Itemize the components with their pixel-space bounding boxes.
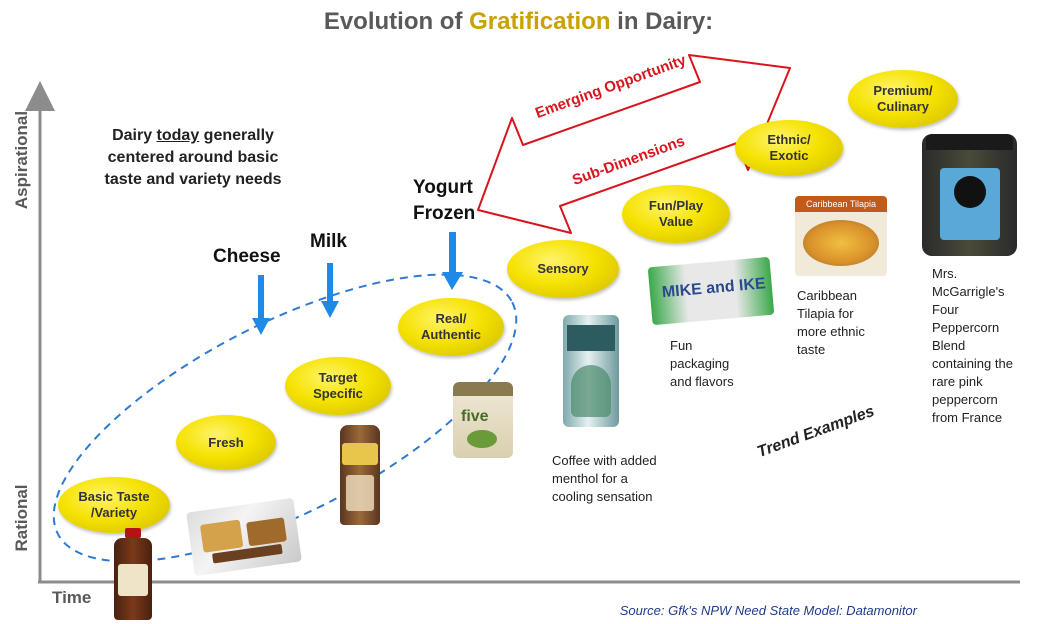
mike-and-ike-box-image: MIKE and IKE — [647, 256, 775, 326]
dimension-real-authentic: Real/ Authentic — [398, 298, 504, 356]
dimension-fun-play: Fun/Play Value — [622, 185, 730, 243]
menthol-coffee-can-image — [563, 315, 619, 427]
tilapia-example-text: Caribbean Tilapia for more ethnic taste — [797, 288, 865, 357]
milk-label: Milk — [310, 231, 347, 252]
yogurt-down-arrow — [442, 232, 463, 290]
peppercorn-example-text: Mrs. McGarrigle's Four Peppercorn Blend … — [932, 266, 1013, 425]
intro-text: Dairy today generally centered around ba… — [104, 127, 282, 188]
milk-down-arrow — [321, 263, 339, 318]
dimension-basic-taste: Basic Taste /Variety — [58, 477, 170, 533]
page-title: Evolution of Gratification in Dairy: — [323, 8, 714, 35]
source-citation: Source: Gfk's NPW Need State Model: Data… — [619, 603, 917, 618]
dimension-target-specific: Target Specific — [285, 357, 391, 415]
cheese-label: Cheese — [213, 246, 281, 267]
y-axis-top-label: Aspirational — [12, 110, 31, 210]
emerging-opportunity-arrow — [477, 54, 791, 234]
yogurt-frozen-label: Yogurt Frozen — [413, 177, 476, 224]
title-highlight: Gratification — [469, 8, 611, 35]
dimension-ethnic-exotic: Ethnic/ Exotic — [735, 120, 843, 176]
peppercorn-jar-image — [922, 134, 1017, 256]
dimension-fresh: Fresh — [176, 415, 276, 470]
cheese-down-arrow — [252, 275, 270, 335]
today-dashed-ellipse — [52, 273, 518, 563]
fun-example-text: Fun packaging and flavors — [670, 338, 734, 389]
coffee-example-text: Coffee with added menthol for a cooling … — [552, 453, 657, 504]
x-axis-label: Time — [52, 588, 92, 607]
chocolate-milk-bottle-image — [112, 528, 154, 620]
nesquik-bottle-image — [340, 425, 380, 525]
dimension-sensory: Sensory — [507, 240, 619, 298]
haagen-dazs-five-image: five — [453, 382, 513, 458]
dimension-premium-culinary: Premium/ Culinary — [848, 70, 958, 128]
caribbean-tilapia-box-image: Caribbean Tilapia — [795, 196, 887, 276]
y-axis-bottom-label: Rational — [12, 484, 31, 552]
